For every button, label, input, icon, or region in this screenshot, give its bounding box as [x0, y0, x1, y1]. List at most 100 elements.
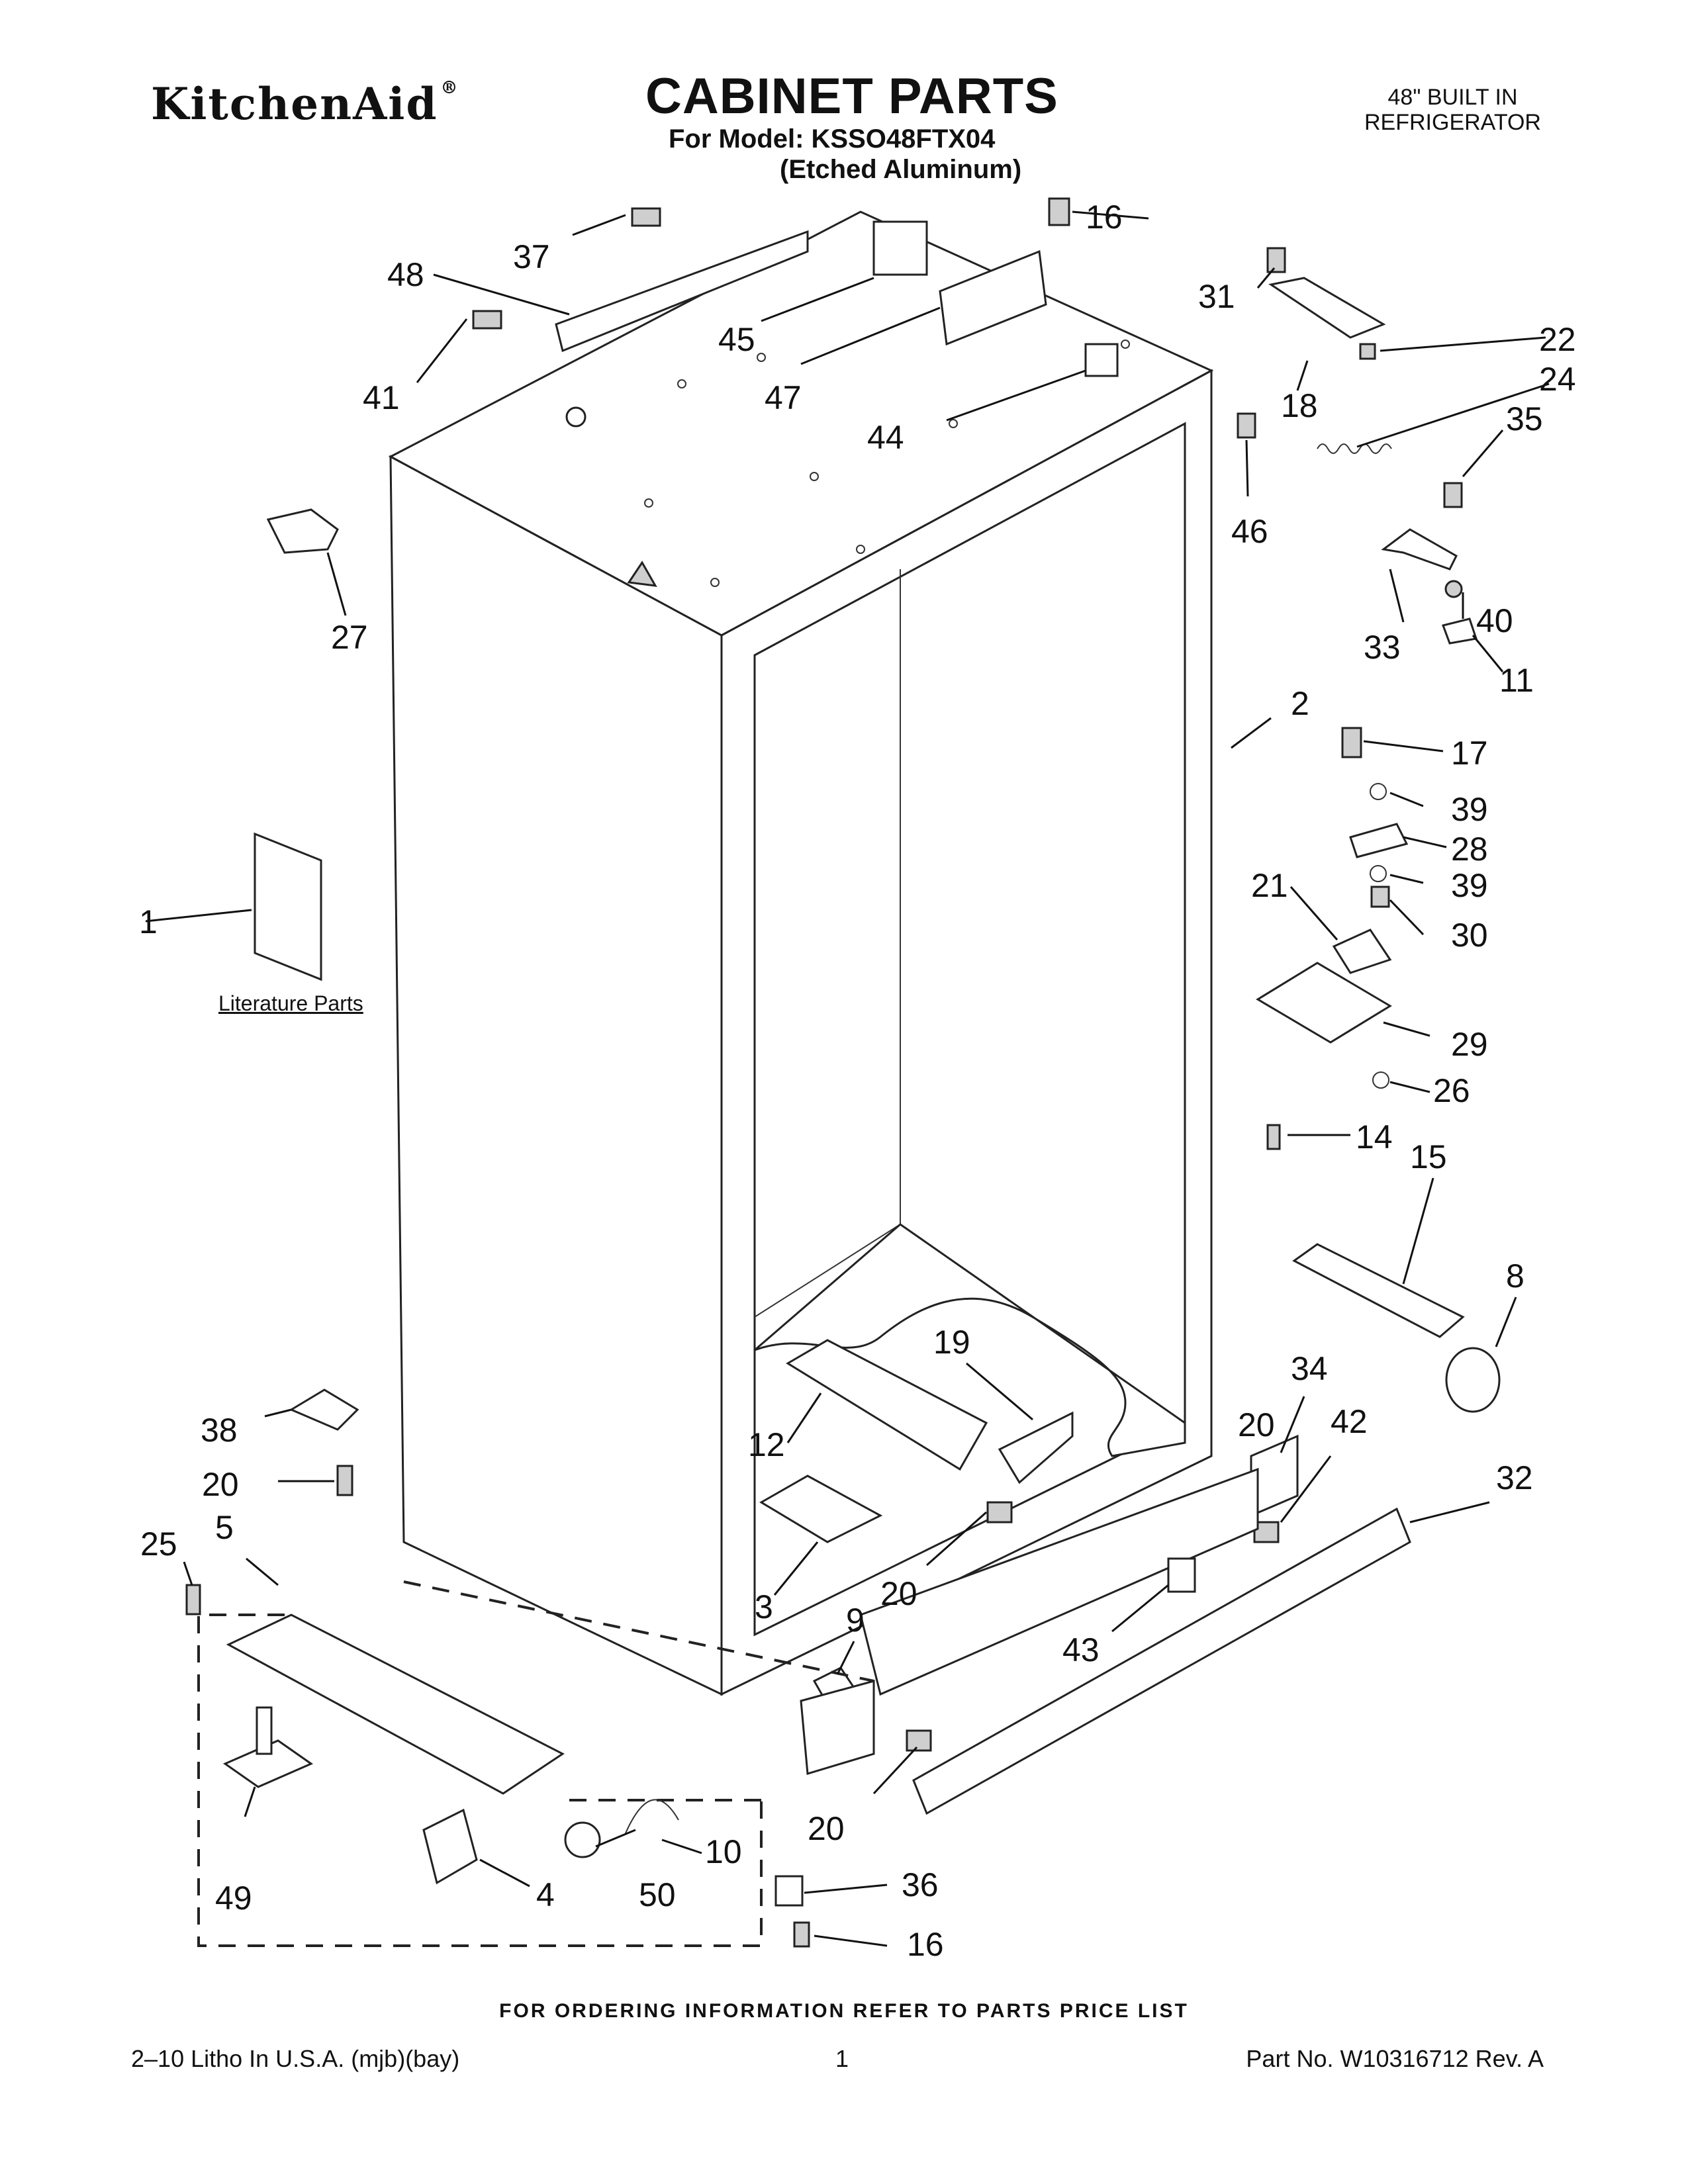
screw-icon: [336, 1465, 353, 1496]
clip-part: [625, 1799, 679, 1834]
registered-mark: ®: [440, 78, 459, 98]
screw-icon: [472, 310, 502, 330]
callout-46: 46: [1231, 513, 1268, 550]
screw-icon: [1266, 1124, 1281, 1150]
callout-47: 47: [765, 379, 802, 416]
callout-16-top: 16: [1086, 199, 1123, 236]
callout-21: 21: [1251, 867, 1288, 904]
filter-cap-part: [1445, 1347, 1501, 1413]
callout-42: 42: [1331, 1403, 1368, 1440]
callout-29: 29: [1451, 1026, 1488, 1063]
harness-tube-part: [786, 1339, 988, 1471]
spring-icon: [1317, 443, 1392, 454]
hinge-bracket-part: [1268, 277, 1386, 339]
product-type-line-2: REFRIGERATOR: [1364, 110, 1541, 135]
callout-8: 8: [1506, 1257, 1524, 1295]
callout-39-b: 39: [1451, 867, 1488, 904]
screw-icon: [1048, 197, 1070, 226]
bracket-part: [800, 1680, 875, 1775]
callout-17: 17: [1451, 735, 1488, 772]
page-number: 1: [835, 2045, 849, 2072]
clip-part: [1167, 1557, 1196, 1593]
page-title: CABINET PARTS: [645, 68, 1058, 124]
washer-plate-part: [1442, 617, 1477, 645]
print-info: 2–10 Litho In U.S.A. (mjb)(bay): [131, 2045, 460, 2072]
electrical-box-part: [872, 220, 928, 276]
brand-name: KitchenAid: [151, 78, 438, 130]
screw-icon: [986, 1501, 1013, 1524]
callout-11: 11: [1499, 662, 1534, 699]
hinge-plate-part: [1256, 962, 1392, 1044]
screw-icon: [1237, 412, 1256, 439]
callout-25: 25: [140, 1525, 177, 1563]
callout-37: 37: [513, 238, 550, 275]
callout-45: 45: [718, 321, 755, 358]
nut-icon: [1359, 343, 1376, 360]
callout-41: 41: [363, 379, 400, 416]
callout-20-a: 20: [202, 1466, 239, 1503]
e-ring-part: [564, 1821, 601, 1858]
callout-20-d: 20: [1238, 1406, 1275, 1443]
hinge-part: [1349, 823, 1409, 858]
callout-35: 35: [1506, 400, 1543, 437]
hinge-cam-part: [1332, 929, 1392, 974]
screw-icon: [906, 1729, 932, 1752]
callout-50: 50: [639, 1876, 676, 1913]
callout-48: 48: [387, 256, 424, 293]
callout-3: 3: [755, 1588, 773, 1625]
product-type-line-1: 48" BUILT IN: [1387, 85, 1518, 110]
leveler-post-part: [256, 1706, 273, 1755]
screw-icon: [631, 207, 661, 227]
callout-18: 18: [1281, 387, 1318, 424]
callout-24: 24: [1539, 361, 1576, 398]
callout-28: 28: [1451, 831, 1488, 868]
callout-10: 10: [705, 1833, 742, 1870]
callout-22: 22: [1539, 321, 1576, 358]
callout-1: 1: [139, 903, 158, 940]
cabinet-left-side: [389, 455, 723, 1696]
finish-label: (Etched Aluminum): [780, 155, 1022, 184]
hinge-pin-part: [1341, 727, 1362, 758]
washer-icon: [1370, 783, 1387, 800]
leveling-rail-part: [226, 1614, 565, 1795]
callout-32: 32: [1496, 1459, 1533, 1496]
callout-2: 2: [1291, 685, 1309, 722]
callout-numbers: 1 2 3 4 5 8 9 10 11 12 14 15 16 16 17 18…: [139, 199, 1576, 1963]
callout-30: 30: [1451, 917, 1488, 954]
callout-44: 44: [867, 419, 904, 456]
callout-43: 43: [1062, 1631, 1100, 1668]
callout-26: 26: [1433, 1072, 1470, 1109]
callout-20-c: 20: [808, 1810, 845, 1847]
callout-15: 15: [1410, 1138, 1447, 1175]
callout-38: 38: [201, 1412, 238, 1449]
cover-plate-part: [759, 1475, 883, 1543]
bushing-part: [1370, 886, 1390, 908]
screw-icon: [1443, 482, 1463, 508]
washer-icon: [1370, 865, 1387, 882]
screw-icon: [793, 1921, 810, 1948]
callout-9: 9: [846, 1602, 865, 1639]
callout-36: 36: [902, 1866, 939, 1903]
toe-grille-part: [859, 1467, 1259, 1696]
bracket-part: [289, 1388, 359, 1431]
ordering-note: FOR ORDERING INFORMATION REFER TO PARTS …: [499, 2000, 1189, 2022]
callout-39-a: 39: [1451, 791, 1488, 828]
callout-33: 33: [1364, 629, 1401, 666]
document-part-number: Part No. W10316712 Rev. A: [1246, 2045, 1544, 2072]
cam-part: [266, 508, 339, 554]
literature-book: [254, 832, 322, 981]
callout-20-b: 20: [880, 1575, 917, 1612]
brand-logo: KitchenAid®: [151, 78, 459, 130]
mounting-plate-part: [939, 250, 1047, 346]
callout-4: 4: [536, 1876, 555, 1913]
callout-34: 34: [1291, 1350, 1328, 1387]
bracket-part: [1381, 528, 1458, 570]
bracket-part: [774, 1875, 804, 1907]
water-filter-part: [1292, 1243, 1465, 1338]
nut-icon: [1444, 580, 1463, 598]
callout-40: 40: [1476, 602, 1513, 639]
callout-49: 49: [215, 1880, 252, 1917]
callout-31: 31: [1198, 278, 1235, 315]
